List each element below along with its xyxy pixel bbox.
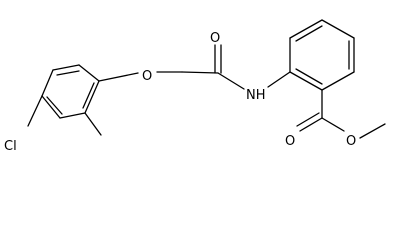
ring1-double-bond-c: [82, 82, 95, 109]
ring2-double-bond-c: [295, 68, 323, 85]
ring2-bond-6: [289, 71, 323, 91]
ring1-bond-3: [41, 69, 54, 97]
ring2-double-bond-a: [295, 25, 323, 42]
ring2-bond-3: [321, 19, 355, 39]
ester-carbonyl-bond-1: [299, 117, 323, 132]
benzoate-ring: [289, 19, 355, 91]
ring1-double-bond-b: [46, 96, 63, 115]
amide-carbonyl-oxygen-label: O: [210, 31, 220, 46]
ring2-bond-5: [321, 71, 355, 91]
ring1-bond-2: [52, 64, 80, 71]
ester-carbonyl-oxygen-label: O: [285, 134, 295, 149]
methylene-carbonyl-bond: [181, 71, 219, 74]
ester-alkoxy-oxygen-label: O: [346, 134, 356, 149]
ring1-double-bond-a: [56, 70, 80, 76]
chloromethylphenyl-ring: [41, 64, 100, 119]
chlorine-bond: [27, 95, 43, 127]
ester-alkoxy-bond: [321, 117, 345, 132]
molecule-canvas: Cl O O NH O: [4, 19, 386, 152]
molecule-structure: Cl O O NH O: [4, 19, 386, 152]
nitrogen-aryl-bond: [267, 71, 291, 88]
methoxy-bond: [359, 123, 386, 139]
ester-carbonyl-bond-2: [296, 112, 320, 127]
ring1-bond-6: [84, 80, 100, 114]
ether-oxygen-label: O: [142, 69, 152, 84]
ring2-bond-2: [289, 19, 323, 39]
ring1-bond-4: [41, 95, 61, 119]
methyl-bond: [84, 112, 102, 136]
amide-nitrogen-label: NH: [246, 88, 266, 103]
chlorine-label: Cl: [4, 139, 17, 152]
aryl-oxygen-bond: [98, 72, 139, 82]
carbonyl-nitrogen-bond: [217, 72, 245, 90]
ring1-bond-5: [59, 112, 86, 119]
ring1-bond-1: [78, 64, 100, 82]
